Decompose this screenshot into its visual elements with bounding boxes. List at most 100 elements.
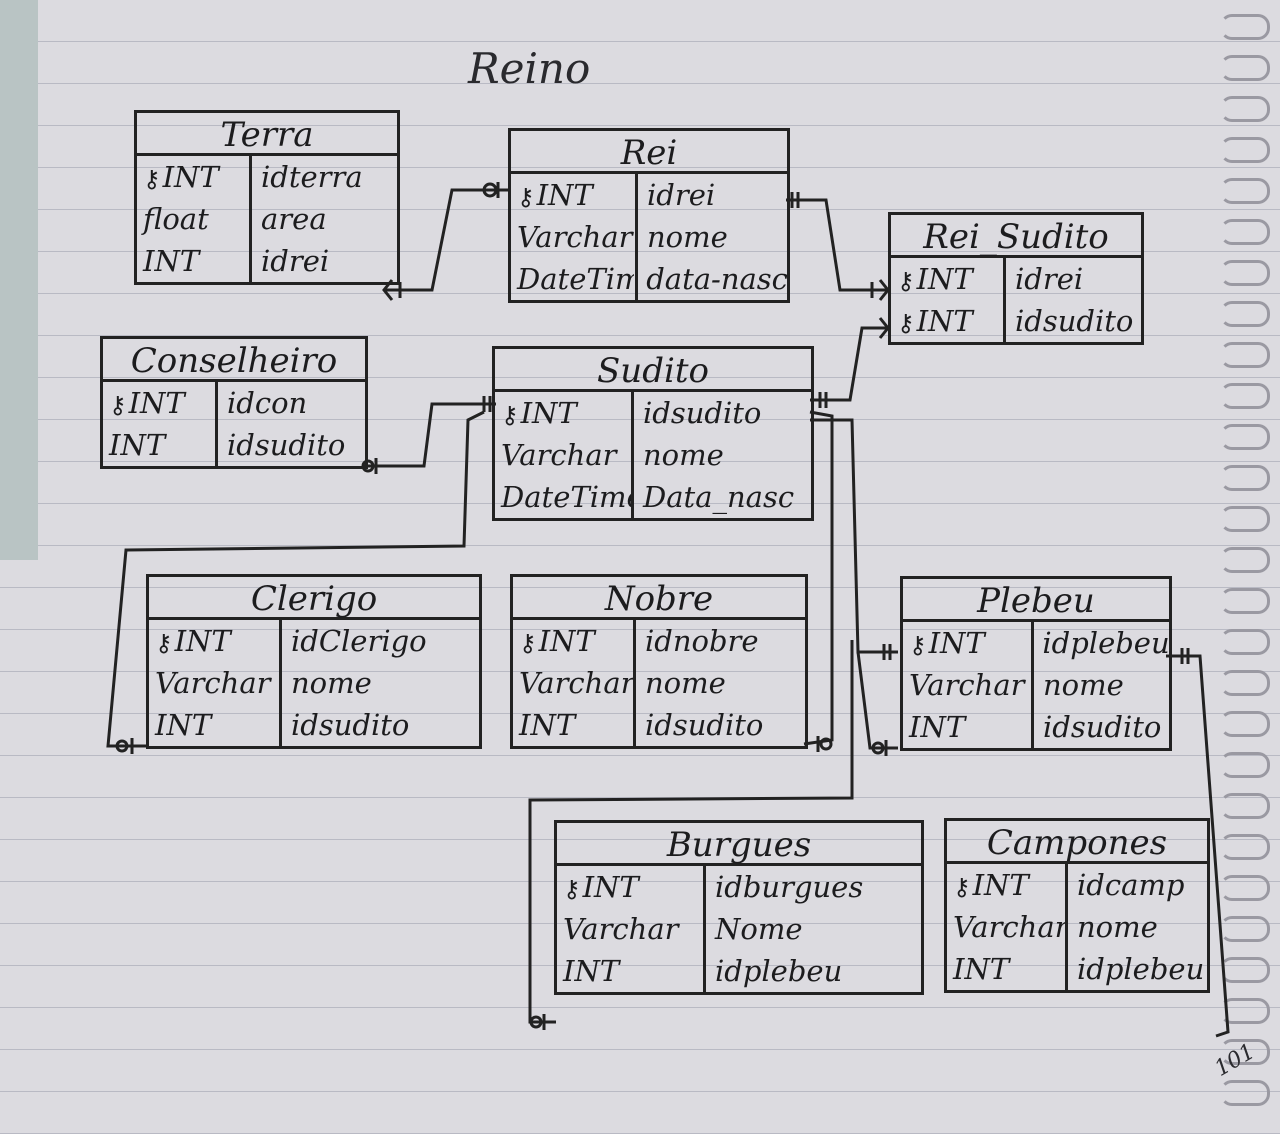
binding-ring [1220, 588, 1270, 614]
attribute-row: DateTimedata-nasc [511, 258, 787, 300]
link-sudito-plebeu [810, 418, 898, 654]
column-divider [1031, 622, 1034, 748]
link-sudito-plebeu-fk [856, 651, 898, 750]
attribute-type-text: Varchar [953, 910, 1065, 944]
attribute-type-text: INT [538, 624, 595, 658]
attribute-name: idterra [261, 160, 363, 194]
entity-title: Conselheiro [103, 339, 365, 382]
column-divider [279, 620, 282, 746]
attribute-type: DateTime [511, 262, 634, 296]
attribute-name: nome [291, 666, 372, 700]
entity-title: Terra [137, 113, 397, 156]
attribute-row: ⚷INT idrei [511, 174, 787, 216]
attribute-name: Nome [715, 912, 803, 946]
attribute-type-text: INT [155, 708, 212, 742]
column-divider [215, 382, 218, 466]
column-divider [1065, 864, 1068, 990]
attribute-name: nome [647, 220, 728, 254]
column-divider [631, 392, 634, 518]
attribute-type: Varchar [557, 912, 703, 946]
attribute-row: INT idplebeu [557, 950, 921, 992]
attribute-type-text: Varchar [519, 666, 633, 700]
attribute-name: idnobre [645, 624, 759, 658]
primary-key-icon: ⚷ [517, 183, 535, 211]
attribute-row: ⚷INT idburgues [557, 866, 921, 908]
attribute-type-text: Varchar [501, 438, 617, 472]
attribute-type: ⚷INT [903, 626, 1030, 660]
attribute-type-text: DateTime [517, 262, 634, 296]
attribute-type-text: Varchar [517, 220, 633, 254]
link-sudito-conselheiro [362, 402, 496, 468]
attribute-name: idburgues [715, 870, 864, 904]
entity-rei: Rei⚷INTidreiVarcharnomeDateTimedata-nasc [508, 128, 790, 303]
attribute-type: float [137, 202, 249, 236]
diagram-title: Reino [468, 44, 591, 93]
attribute-row: Varchar Nome [557, 908, 921, 950]
attribute-type-text: Varchar [909, 668, 1025, 702]
attribute-name: idClerigo [291, 624, 427, 658]
mark-rei-one [790, 192, 800, 208]
attribute-type: DateTime [495, 480, 631, 514]
column-divider [249, 156, 252, 282]
link-terra-rei [384, 188, 508, 292]
attribute-type-text: INT [582, 870, 639, 904]
attribute-row: Varchar nome [495, 434, 811, 476]
attribute-name: idsudito [227, 428, 346, 462]
primary-key-icon: ⚷ [909, 631, 927, 659]
attribute-type: INT [947, 952, 1065, 986]
attribute-type-text: Varchar [563, 912, 679, 946]
attribute-name: idsudito [645, 708, 764, 742]
entity-title: Campones [947, 821, 1207, 864]
attribute-name: idcon [227, 386, 308, 420]
attribute-name: idrei [647, 178, 716, 212]
binding-ring [1220, 96, 1270, 122]
link-rei-reisudito [786, 198, 888, 292]
link-sudito-clerigo [106, 410, 485, 748]
attribute-type-text: Varchar [155, 666, 271, 700]
attribute-row: ⚷INT idnobre [513, 620, 805, 662]
attribute-name: nome [643, 438, 724, 472]
primary-key-icon: ⚷ [519, 629, 537, 657]
column-divider [1003, 258, 1006, 342]
primary-key-icon: ⚷ [953, 873, 971, 901]
attribute-type: ⚷INT [149, 624, 279, 658]
binding-ring [1220, 506, 1270, 532]
attribute-row: Varchar nome [149, 662, 479, 704]
primary-key-icon: ⚷ [109, 391, 127, 419]
zero-one-nobre [816, 736, 833, 752]
attribute-name: idsudito [643, 396, 762, 430]
attribute-row: INT idsudito [103, 424, 365, 466]
attribute-name: idplebeu [715, 954, 843, 988]
attribute-name: idrei [261, 244, 330, 278]
entity-title: Plebeu [903, 579, 1169, 622]
attribute-type: Varchar [149, 666, 279, 700]
attribute-type-text: INT [563, 954, 620, 988]
attribute-name: area [261, 202, 327, 236]
zero-one-burgues [529, 1014, 546, 1030]
binding-ring [1220, 629, 1270, 655]
attribute-type: INT [137, 244, 249, 278]
attribute-type-text: INT [916, 262, 973, 296]
binding-ring [1220, 834, 1270, 860]
attribute-type-text: INT [536, 178, 593, 212]
attribute-name: nome [1077, 910, 1158, 944]
attribute-type: INT [513, 708, 633, 742]
attribute-type: INT [903, 710, 1031, 744]
attribute-type: ⚷INT [557, 870, 703, 904]
spiral-binding [1210, 0, 1280, 1134]
attribute-type: INT [103, 428, 215, 462]
attribute-type: ⚷INT [495, 396, 631, 430]
binding-ring [1220, 178, 1270, 204]
